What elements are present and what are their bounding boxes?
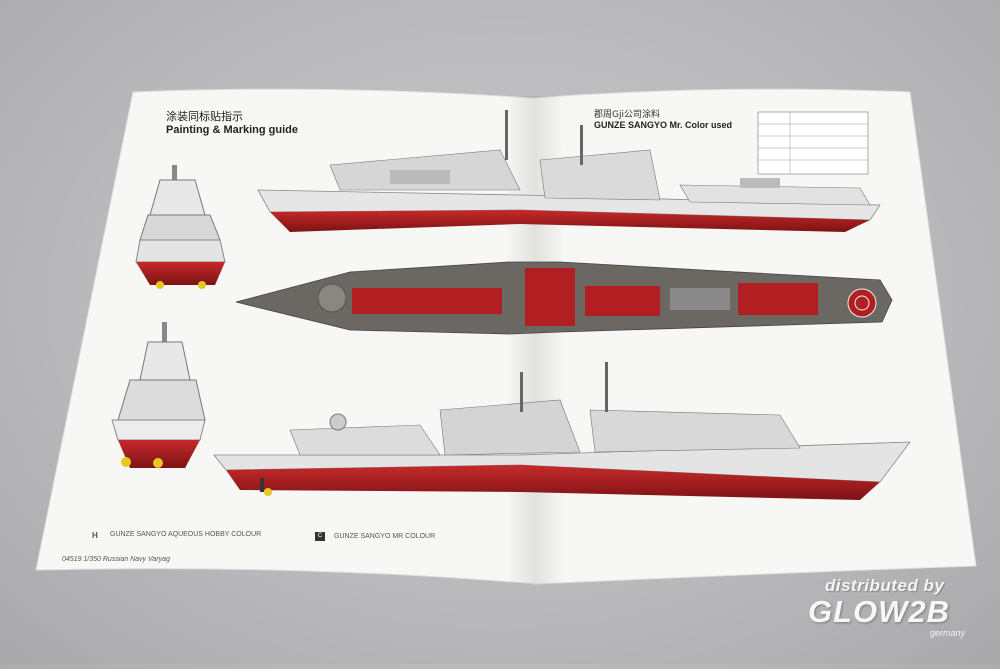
sheet-caption: 04519 1/350 Russian Navy Varyag [62, 556, 170, 563]
legend-aqueous-mark: H [92, 531, 98, 540]
legend-mr-mark: C [315, 532, 325, 541]
side-profile-top [257, 110, 881, 232]
legend-aqueous: GUNZE SANGYO AQUEOUS HOBBY COLOUR [110, 531, 262, 538]
legend-mr: GUNZE SANGYO MR COLOUR [334, 533, 436, 540]
bow-view-top [135, 165, 226, 289]
title-english: Painting & Marking guide [166, 124, 299, 136]
paint-brand-chinese: 郡周Gji公司涂料 [594, 110, 660, 120]
side-profile-bottom [213, 362, 911, 500]
watermark-logo: GLOW2B [808, 594, 951, 629]
paint-brand-english: GUNZE SANGYO Mr. Color used [594, 120, 733, 130]
watermark-distributed-by: distributed by [825, 576, 945, 595]
bow-view-bottom [111, 322, 206, 468]
watermark-country: germany [930, 628, 966, 638]
deck-plan [235, 261, 893, 335]
title-chinese: 涂装同标贴指示 [166, 110, 243, 123]
paint-chart [757, 111, 869, 175]
